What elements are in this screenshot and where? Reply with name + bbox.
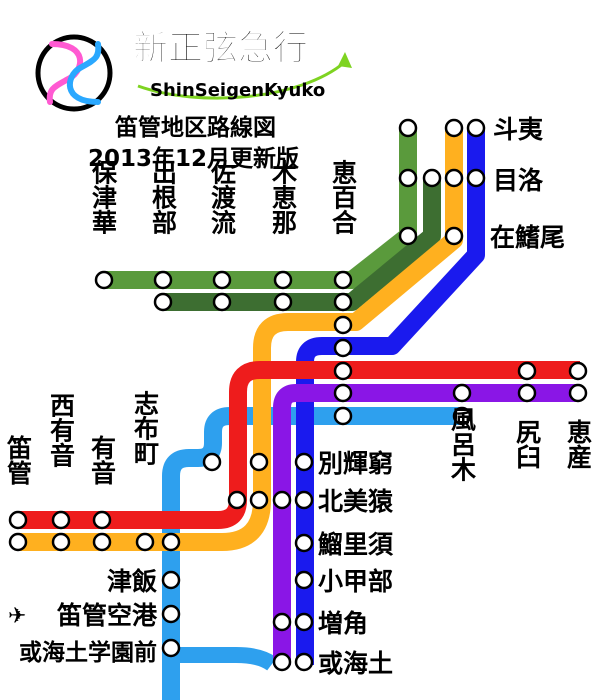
station-marker [212, 292, 232, 312]
airplane-icon: ✈ [8, 604, 26, 629]
station-marker [294, 452, 314, 472]
station-marker [444, 118, 464, 138]
swoosh-arrowhead [338, 52, 352, 68]
station-marker [202, 452, 222, 472]
line-red [18, 361, 580, 529]
station-marker [517, 383, 537, 403]
station-marker [51, 510, 71, 530]
line-blue [296, 128, 485, 665]
station-marker [273, 292, 293, 312]
station-marker [92, 510, 112, 530]
station-marker [333, 292, 353, 312]
brand-name: 新正弦急行 [133, 29, 308, 69]
station-label-gakuenmae: 或海土学園前 [19, 639, 157, 666]
station-label-kanrisu: 鰡里須 [318, 530, 394, 559]
station-marker [294, 570, 314, 590]
station-label-fuekan-airport: 笛管空港 [56, 601, 158, 630]
station-marker [444, 168, 464, 188]
station-marker [568, 361, 588, 381]
station-marker [294, 533, 314, 553]
station-marker [8, 532, 28, 552]
station-markers [8, 118, 588, 672]
station-label-betsukikyu: 別輝窮 [318, 449, 393, 478]
station-marker [466, 118, 486, 138]
station-marker [333, 270, 353, 290]
station-label-hotsuka: 保津華 [89, 160, 119, 235]
station-marker [398, 168, 418, 188]
line-darkgreen [162, 178, 441, 311]
station-marker [333, 315, 353, 335]
station-marker [153, 292, 173, 312]
station-label-meraku: 目洛 [493, 166, 544, 195]
line-skyblue-branch [171, 647, 277, 671]
line-orange [18, 128, 463, 551]
station-label-aruumitsuchi: 或海土 [318, 649, 393, 678]
station-label-shirikyu: 尻臼 [513, 419, 542, 469]
station-label-zaishobi: 在鰭尾 [490, 223, 565, 252]
station-marker [8, 510, 28, 530]
station-marker [272, 652, 292, 672]
station-marker [444, 226, 464, 246]
station-label-tsuhan: 津飯 [107, 567, 157, 596]
station-label-nishiaru: 西有音 [47, 393, 76, 468]
station-label-toi: 斗夷 [493, 115, 543, 144]
station-label-sadoru: 佐渡流 [208, 160, 238, 235]
station-marker [294, 490, 314, 510]
station-marker [212, 270, 232, 290]
station-marker [51, 532, 71, 552]
station-label-mashikado: 増角 [318, 609, 368, 638]
station-marker [161, 604, 181, 624]
station-marker [161, 570, 181, 590]
station-marker [333, 361, 353, 381]
station-marker [92, 532, 112, 552]
station-marker [568, 383, 588, 403]
romaji-swoosh [137, 60, 346, 100]
station-marker [333, 338, 353, 358]
station-marker [161, 638, 181, 658]
brand-logo [35, 34, 113, 112]
station-marker [161, 532, 181, 552]
brand-romaji: ShinSeigenKyuko [150, 80, 325, 101]
station-label-kiena: 木恵那 [269, 160, 299, 236]
station-marker [272, 612, 292, 632]
station-label-shifumachi: 志布町 [131, 391, 160, 466]
station-label-fuekan: 笛管 [4, 434, 34, 485]
station-marker [422, 168, 442, 188]
station-marker [452, 383, 472, 403]
station-marker [272, 490, 292, 510]
station-marker [294, 612, 314, 632]
station-label-kokobe: 小甲部 [318, 567, 393, 596]
station-marker [227, 490, 247, 510]
station-label-furoki: 風呂木 [448, 407, 478, 482]
airport-label: ✈ 笛管空港 [8, 601, 158, 630]
station-label-esan: 恵産 [564, 419, 593, 470]
station-label-arine: 有音 [88, 435, 117, 485]
station-marker [466, 168, 486, 188]
station-marker [398, 226, 418, 246]
station-marker [135, 532, 155, 552]
station-marker [153, 270, 173, 290]
station-marker [294, 652, 314, 672]
map-title: 笛管地区路線図 [114, 114, 276, 141]
station-marker [273, 270, 293, 290]
station-marker [517, 361, 537, 381]
station-marker [452, 406, 472, 426]
station-marker [249, 490, 269, 510]
station-marker [398, 118, 418, 138]
station-label-inebe: 出根部 [149, 160, 178, 235]
station-marker [333, 383, 353, 403]
station-label-emoai: 恵百合 [329, 160, 358, 235]
station-marker [333, 406, 353, 426]
station-label-hokubien: 北美猿 [318, 487, 394, 516]
logo-cyan-wave [66, 41, 102, 105]
station-marker [249, 452, 269, 472]
line-purple [273, 384, 580, 665]
map-date: 2013年12月更新版 [88, 145, 299, 172]
station-marker [94, 270, 114, 290]
